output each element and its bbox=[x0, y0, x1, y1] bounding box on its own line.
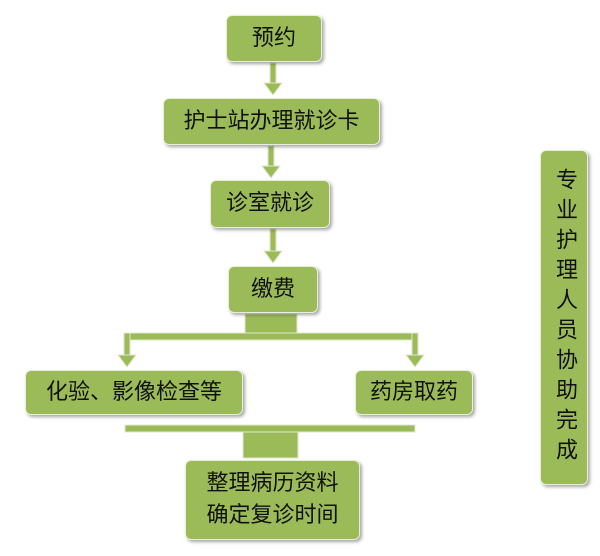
step-label: 确定复诊时间 bbox=[206, 503, 339, 528]
split-bar bbox=[129, 332, 416, 341]
step-label: 预约 bbox=[251, 25, 296, 51]
payment-stem bbox=[244, 313, 298, 335]
arrow-down-icon bbox=[263, 228, 283, 264]
step-label: 缴费 bbox=[250, 276, 295, 302]
merge-stem bbox=[242, 431, 299, 459]
side-note-label: 专业护理人员协助完成 bbox=[551, 167, 577, 468]
step-label: 化验、影像检查等 bbox=[45, 379, 222, 405]
step-label: 药房取药 bbox=[369, 379, 458, 405]
merge-bar bbox=[124, 424, 416, 433]
step-label: 诊室就诊 bbox=[225, 191, 314, 217]
step-pharmacy: 药房取药 bbox=[355, 370, 473, 415]
side-note: 专业护理人员协助完成 bbox=[540, 150, 588, 485]
step-label: 护士站办理就诊卡 bbox=[183, 108, 360, 134]
step-payment: 缴费 bbox=[228, 266, 318, 313]
step-appointment: 预约 bbox=[226, 15, 322, 62]
arrow-down-icon bbox=[117, 332, 137, 368]
step-consultation: 诊室就诊 bbox=[210, 180, 330, 228]
arrow-down-icon bbox=[405, 332, 425, 368]
step-nurse-station: 护士站办理就诊卡 bbox=[163, 98, 380, 145]
arrow-down-icon bbox=[263, 62, 283, 96]
arrow-down-icon bbox=[261, 145, 281, 179]
step-label: 整理病历资料 bbox=[206, 471, 339, 497]
step-tests: 化验、影像检查等 bbox=[25, 370, 243, 415]
step-final: 整理病历资料 确定复诊时间 bbox=[185, 460, 360, 540]
